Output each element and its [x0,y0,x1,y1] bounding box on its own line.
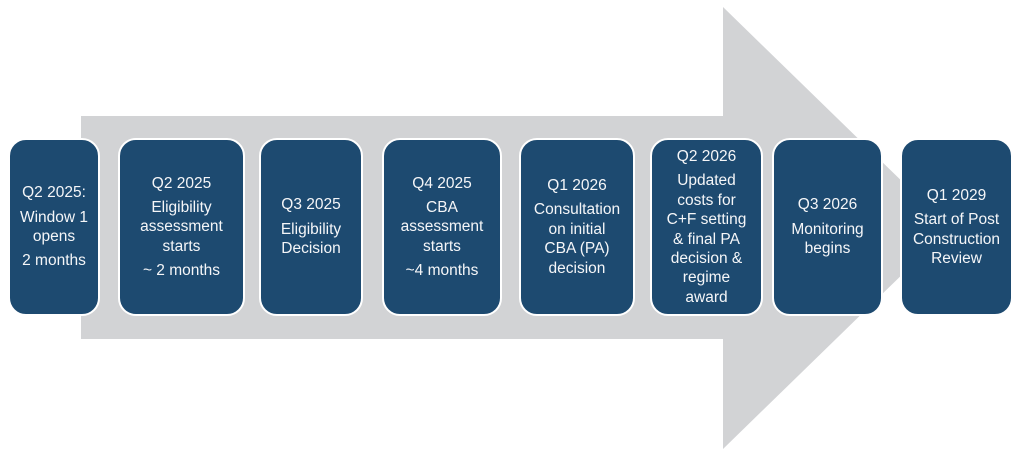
milestone-box-post-construction-review: Q1 2029 Start of Post Construction Revie… [900,138,1013,316]
arrow-shape [81,7,950,449]
milestone-box-window1-opens: Q2 2025: Window 1 opens 2 months [8,138,100,316]
milestone-heading: Q2 2025 [151,174,212,192]
milestone-box-eligibility-decision: Q3 2025 Eligibility Decision [259,138,363,316]
milestone-box-consultation-initial-cba: Q1 2026 Consultation on initial CBA (PA)… [519,138,635,316]
milestone-heading: Q1 2029 [926,186,987,204]
milestone-note: ~4 months [405,262,479,280]
milestone-note: ~ 2 months [142,262,221,280]
milestone-heading: Q2 2026 [676,148,737,165]
milestone-note: 2 months [22,252,86,270]
milestone-body: Start of Post Construction Review [912,211,1000,267]
milestone-box-cba-assessment: Q4 2025 CBA assessment starts ~4 months [382,138,502,316]
milestone-body: Eligibility assessment starts [140,198,223,255]
milestone-body: Window 1 opens [19,208,89,245]
milestone-heading: Q3 2026 [797,196,858,214]
milestone-body: Monitoring begins [791,220,864,258]
milestone-heading: Q2 2025: [22,184,86,202]
milestone-body: CBA assessment starts [400,198,484,255]
milestone-heading: Q1 2026 [547,177,607,195]
milestone-box-monitoring-begins: Q3 2026 Monitoring begins [772,138,883,316]
milestone-box-eligibility-assessment: Q2 2025 Eligibility assessment starts ~ … [118,138,245,316]
milestone-box-updated-costs-final-pa: Q2 2026 Updated costs for C+F setting & … [650,138,763,316]
milestone-body: Consultation on initial CBA (PA) decisio… [533,201,621,277]
milestone-heading: Q4 2025 [412,174,472,192]
milestone-body: Eligibility Decision [280,220,342,258]
milestone-body: Updated costs for C+F setting & final PA… [666,172,747,306]
milestone-heading: Q3 2025 [281,196,341,214]
